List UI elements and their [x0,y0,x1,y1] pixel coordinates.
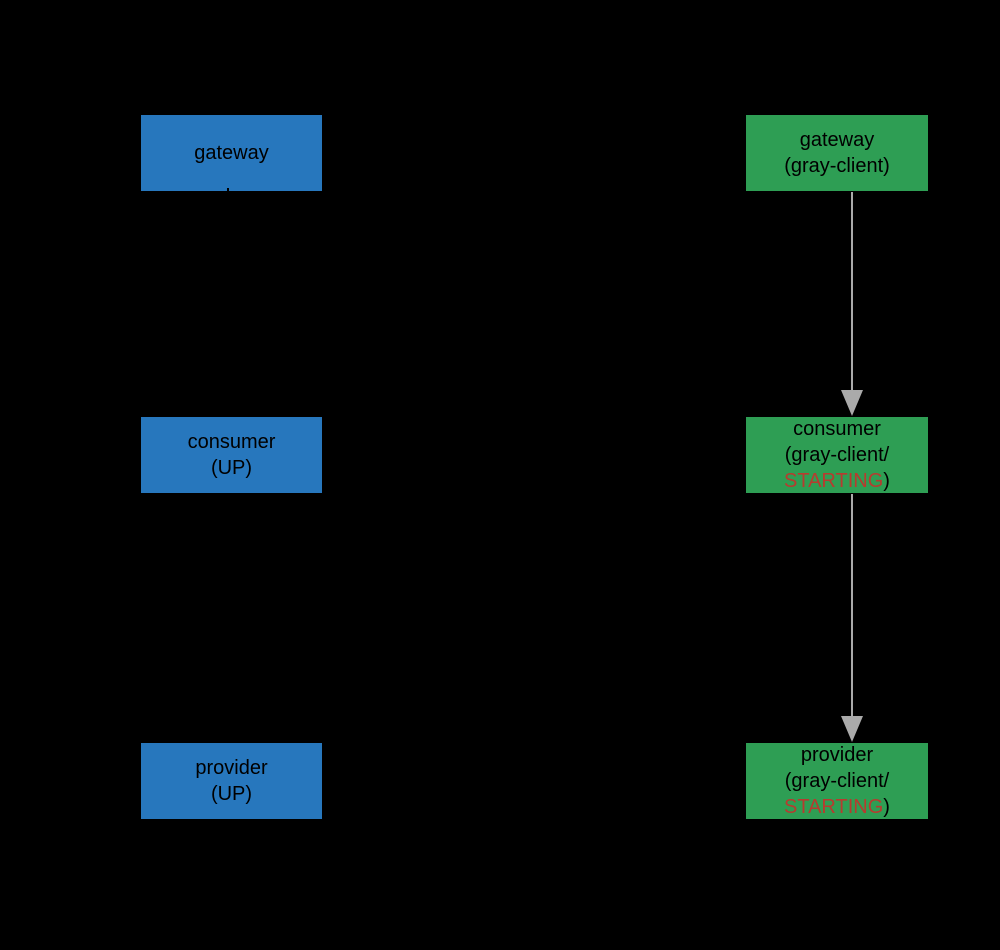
edge-gateway-to-consumer-right [841,192,863,416]
node-client: (gray-client) [784,155,890,177]
edge-consumer-to-provider-right [841,494,863,742]
status-suffix: ) [883,470,890,492]
node-client: (gray-client/ [784,770,890,792]
arrowhead-down-icon [217,390,239,416]
node-title: consumer [793,418,881,440]
arrowhead-down-icon [217,716,239,742]
node-title: provider [800,744,874,766]
node-gateway-gray-client: gateway (gray-client) [745,114,929,192]
status-suffix: ) [883,796,890,818]
node-status-line: STARTING) [784,468,890,494]
node-consumer-gray-client: consumer (gray-client/ STARTING) [745,416,929,494]
node-state: (UP) [210,457,253,479]
edge-consumer-to-provider-left [217,494,239,742]
node-provider-gray-client: provider (gray-client/ STARTING) [745,742,929,820]
node-title: provider [195,757,268,779]
node-status-line: STARTING) [784,794,890,820]
node-consumer-up: consumer (UP) [140,416,323,494]
edge-gateway-to-consumer-left [217,188,239,416]
node-gateway-up: gateway [140,114,323,192]
node-title: consumer [187,431,276,453]
node-title: gateway [799,129,875,151]
arrowhead-down-icon [841,390,863,416]
node-title: gateway [194,142,269,164]
status-starting: STARTING [784,470,884,492]
arrowhead-down-icon [841,716,863,742]
node-client: (gray-client/ [784,444,890,466]
status-starting: STARTING [784,796,884,818]
node-state: (UP) [210,783,253,805]
node-provider-up: provider (UP) [140,742,323,820]
